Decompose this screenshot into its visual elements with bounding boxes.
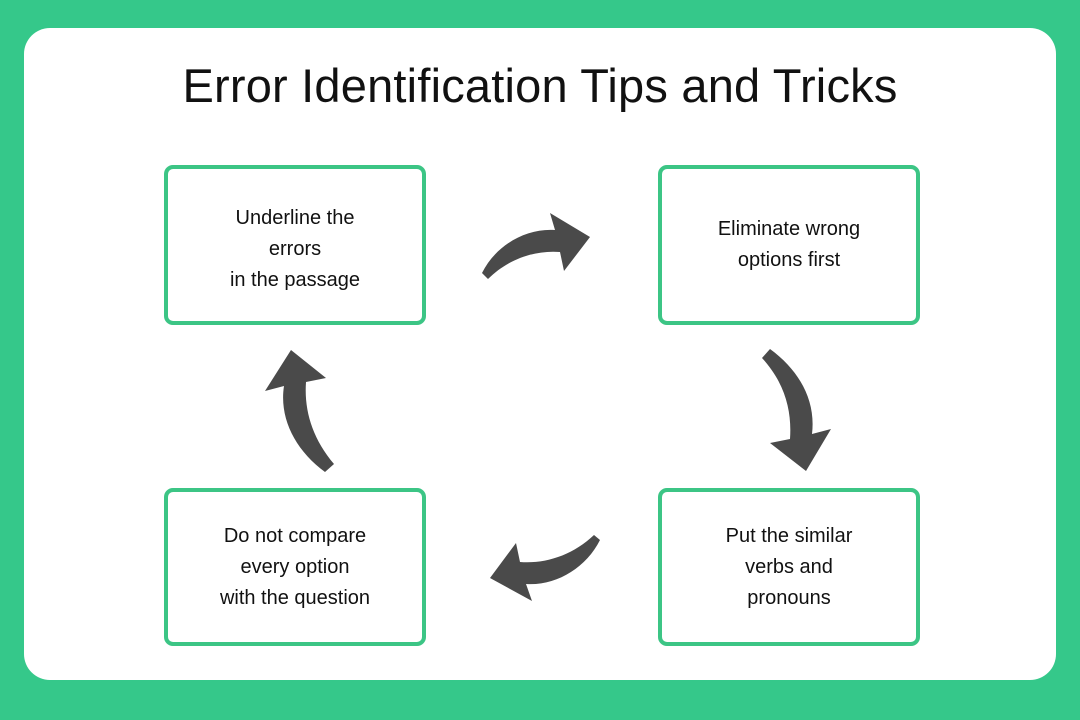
step-box-underline-errors[interactable]: Underline the errors in the passage (164, 165, 426, 325)
step-box-eliminate-wrong-options[interactable]: Eliminate wrong options first (658, 165, 920, 325)
step-box-label: Put the similar verbs and pronouns (725, 524, 853, 609)
arrow-right-icon (482, 213, 590, 279)
step-box-label: Eliminate wrong options first (717, 218, 861, 271)
arrow-left-icon (490, 535, 600, 601)
step-box-label: Do not compare every option with the que… (219, 524, 371, 609)
step-box-do-not-compare[interactable]: Do not compare every option with the que… (164, 488, 426, 646)
step-box-label: Underline the errors in the passage (229, 207, 361, 291)
arrow-down-icon (762, 349, 831, 471)
arrow-up-icon (265, 350, 334, 472)
step-box-put-similar-verbs[interactable]: Put the similar verbs and pronouns (658, 488, 920, 646)
page-title: Error Identification Tips and Tricks (182, 59, 898, 112)
